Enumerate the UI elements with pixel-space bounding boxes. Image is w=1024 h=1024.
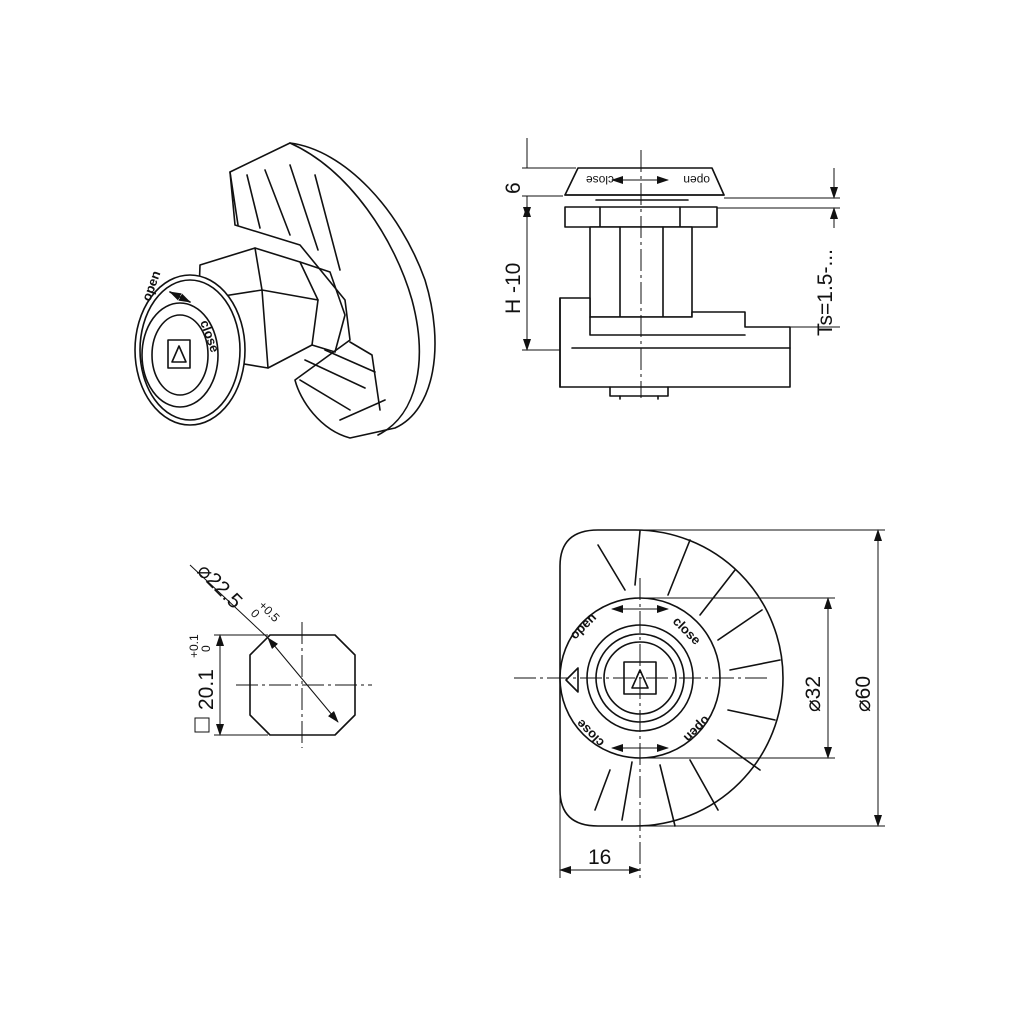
side-open-label: open [683,173,710,187]
side-close-label: close [586,173,614,187]
dim-key-diameter: ⌀22.5 [192,559,246,613]
isometric-view: close open [134,142,436,439]
dim-square-key-tol-lower: 0 [199,645,213,652]
dim-ts: Ts=1.5-... [814,249,837,336]
dim-key-diameter-tol-lower: 0 [248,606,263,621]
iso-double-arrow-icon [169,291,191,303]
side-triangle-icon [565,667,579,693]
iso-triangle-icon [171,345,187,363]
square-symbol-icon [194,717,210,733]
side-view: close open 6 H -10 Ts=1.5-... [502,138,840,400]
diameter-symbol: ⌀ [802,699,825,712]
key-profile-view: ⌀22.5 +0.5 0 20.1 +0.1 0 [187,559,372,748]
front-view: open close open close ⌀32 ⌀60 16 [514,529,885,878]
dim-diameter-outer: ⌀60 [852,676,875,712]
base-bracket [559,297,791,388]
dim-h-minus: H -10 [502,263,525,314]
dim-square-key-tol-upper: +0.1 [187,634,201,658]
dim-width: 16 [588,846,611,869]
knob-inner-ring [141,302,219,408]
dim-square-key: 20.1 [195,669,218,710]
flange-disc [229,142,436,439]
dim-diameter-inner: ⌀32 [802,676,825,712]
diameter-symbol: ⌀ [852,699,875,712]
knob-square-socket [167,339,191,369]
dim-height-6: 6 [502,182,525,194]
